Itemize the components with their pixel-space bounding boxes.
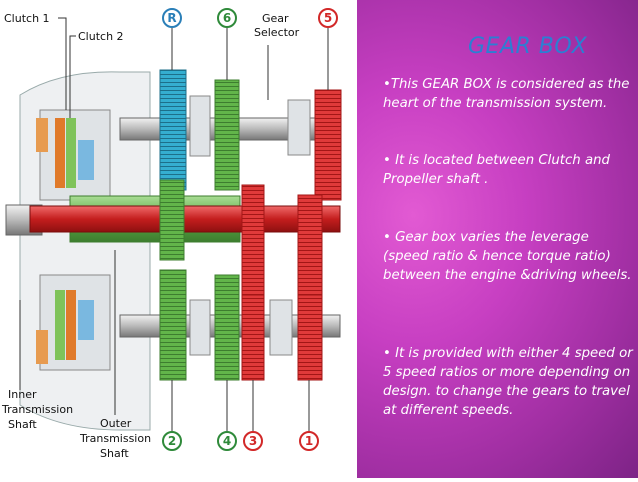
label-outer-shaft-2: Transmission: [79, 432, 151, 445]
paragraph-speed-ratios: • It is provided with either 4 speed or …: [383, 346, 633, 418]
marker-2: 2: [162, 431, 182, 451]
inner-shaft: [29, 205, 341, 233]
sync-upper-1: [189, 95, 211, 157]
marker-5-label: 5: [324, 11, 332, 25]
gear-3-lower: [241, 294, 265, 381]
gear-5-upper: [314, 89, 342, 201]
label-gear-selector-1: Gear: [262, 12, 289, 25]
paragraph-leverage: • Gear box varies the leverage (speed ra…: [383, 230, 632, 283]
sync-upper-2: [287, 99, 311, 156]
text-panel: [357, 0, 638, 478]
label-clutch-2: Clutch 2: [78, 30, 124, 43]
label-inner-shaft-2: Transmission: [1, 403, 73, 416]
gear-4-lower: [214, 274, 240, 381]
marker-4-label: 4: [223, 434, 231, 448]
label-inner-shaft-1: Inner: [8, 388, 37, 401]
marker-3-label: 3: [249, 434, 257, 448]
gear-6-upper: [214, 79, 240, 191]
paragraph-location: • It is located between Clutch and Prope…: [383, 153, 610, 187]
sync-lower-2: [269, 299, 293, 356]
sync-lower-1: [189, 299, 211, 356]
marker-3: 3: [243, 431, 263, 451]
gear-mainshaft-green: [159, 179, 185, 261]
label-gear-selector-2: Selector: [254, 26, 300, 39]
marker-6: 6: [217, 8, 237, 28]
paragraph-heart: •This GEAR BOX is considered as the hear…: [383, 77, 630, 111]
marker-6-label: 6: [223, 11, 231, 25]
label-outer-shaft-3: Shaft: [100, 447, 129, 460]
clutch-housing: [19, 71, 151, 431]
gear-reverse-upper: [159, 69, 187, 191]
label-clutch-1: Clutch 1: [4, 12, 50, 25]
label-inner-shaft-3: Shaft: [8, 418, 37, 431]
marker-5: 5: [318, 8, 338, 28]
marker-1: 1: [299, 431, 319, 451]
slide-title: GEAR BOX: [468, 34, 588, 59]
marker-1-label: 1: [305, 434, 313, 448]
marker-reverse: R: [162, 8, 182, 28]
marker-2-label: 2: [168, 434, 176, 448]
gear-1-lower: [297, 294, 323, 381]
gear-2-lower: [159, 269, 187, 381]
marker-4: 4: [217, 431, 237, 451]
leader-lines: [19, 17, 329, 432]
gearbox-diagram: Clutch 1 Clutch 2 Gear Selector Inner Tr…: [1, 8, 342, 460]
label-outer-shaft-1: Outer: [100, 417, 132, 430]
marker-reverse-label: R: [167, 11, 176, 25]
